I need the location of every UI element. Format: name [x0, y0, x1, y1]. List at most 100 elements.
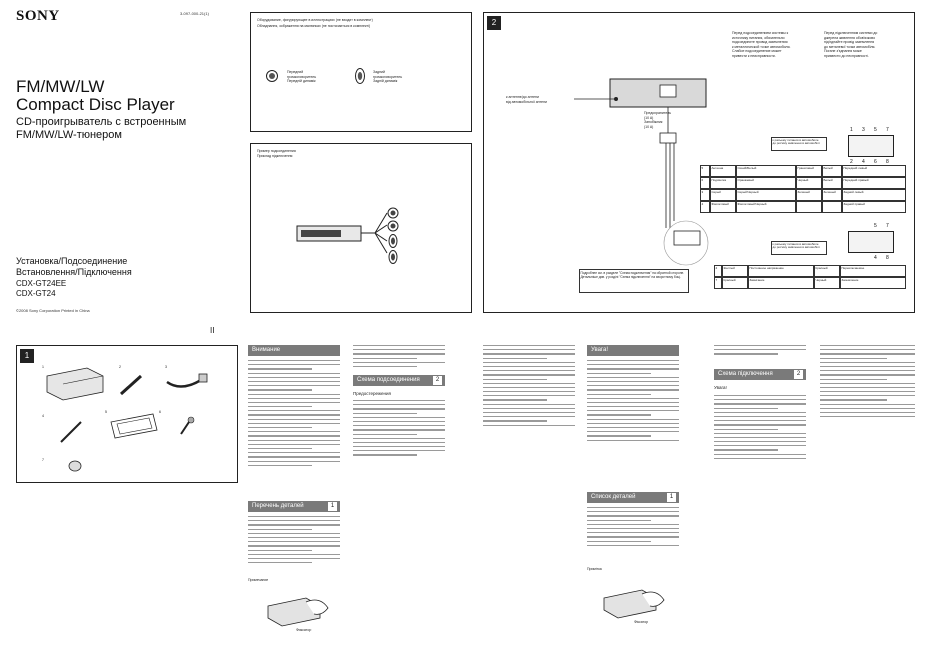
part-label: 5: [105, 410, 107, 414]
product-title-en-line1: FM/MW/LW: [16, 77, 105, 96]
diagram-bottom-note: Подробнее см. в разделе "Схема подключен…: [579, 269, 689, 293]
ua-warning-text-block: [587, 360, 679, 444]
equipment-title-ua: Обладнання, зображення на малюнках (не п…: [257, 24, 371, 28]
section-header-ua-parts: Список деталей 1: [587, 492, 679, 503]
head-unit-diagram-illustration: [574, 78, 709, 266]
diagram-note-ru-line: привести к неисправности.: [732, 53, 776, 58]
figure-2-number: 2: [487, 16, 501, 30]
product-title-en-line2: Compact Disc Player: [16, 95, 175, 114]
figure-1-number: 1: [20, 349, 34, 363]
product-title-ru-line2: FM/MW/LW-тюнером: [16, 128, 122, 141]
diagram-note-ua-line: призвести до несправності.: [824, 53, 869, 58]
connector-1-label: к разъему питания в автомобиле до роз'єм…: [771, 137, 827, 151]
note-ru-label: Примечание: [248, 578, 269, 582]
antenna-label-line1: к антенне/до антени: [506, 95, 539, 99]
pin-number: 7: [886, 127, 889, 133]
pin-number: 8: [886, 159, 889, 165]
wire-table-cell: Красный: [814, 265, 840, 277]
diagram-note-ua-line: Перед підключенням системи до: [824, 31, 878, 35]
part-label: 3: [165, 365, 167, 369]
antenna-label: к антенне/до антени від автомобільної ан…: [506, 95, 547, 104]
diagram-note-ru-line: к металлической точке автомобиля.: [732, 44, 791, 49]
diagram-note-ua-line: до металевої точки автомобіля.: [824, 44, 876, 49]
wiring-diagram-box: 2 Перед подсоединением системы к источни…: [483, 12, 915, 313]
pin-number: 3: [862, 127, 865, 133]
rear-speaker-icon: [355, 68, 365, 84]
column-e-top-text: [714, 345, 806, 358]
warning-text-block: [248, 360, 340, 469]
rear-speaker-label-line1: Задний: [373, 70, 385, 74]
wire-table-cell: Постоянное напряжение: [748, 265, 814, 277]
section-header-connection: Схема подсоединения 2: [353, 375, 445, 386]
example-title-ua: Приклад підключення: [257, 154, 293, 158]
ua-parts-text-block: [587, 507, 679, 549]
fuse-label-line1: Предохранитель: [644, 111, 672, 115]
section-header-ua-connection: Схема підключення 2: [714, 369, 806, 380]
diagram-bottom-note-ua: Детальніше див. у розділі "Схема підключ…: [580, 275, 681, 279]
wire-table-cell: 3: [700, 189, 710, 201]
copyright: ©2008 Sony Corporation Printed in China: [16, 308, 90, 313]
wire-table-cell: Передний правый: [842, 177, 906, 189]
wire-table-cell: Желтый: [722, 265, 748, 277]
section-header-connection-label: Схема подсоединения: [357, 377, 420, 383]
diagram-bottom-note-ru: Подробнее см. в разделе "Схема подключен…: [580, 270, 685, 275]
wire-table-cell: 7: [714, 277, 722, 289]
product-title-en: FM/MW/LW Compact Disc Player: [16, 78, 175, 114]
wire-color-table-1: 5 Антенна Синий/Белый Гранатовый Белый П…: [700, 165, 906, 213]
section-header-parts-label: Перечень деталей: [252, 503, 304, 509]
wire-table-cell: Подсветка: [710, 177, 736, 189]
head-unit-example-illustration: [296, 207, 399, 264]
finger-label-ua: Фіксатор: [634, 620, 649, 624]
pin-number: 4: [862, 159, 865, 165]
pin-number: 4: [874, 255, 877, 261]
section-header-ua-connection-label: Схема підключення: [718, 371, 773, 377]
front-speaker-label-line3: Передній динамік: [287, 79, 316, 83]
connector-2-label: к разъему питания в автомобиле до роз'єм…: [771, 241, 827, 255]
document-code: 3-097-000-21(1): [180, 11, 209, 16]
section-header-connection-number: 2: [433, 376, 442, 385]
wire-table-cell: Задний правый: [842, 201, 906, 213]
column-c-text: [483, 345, 575, 429]
pin-number: 1: [850, 127, 853, 133]
pin-number: 7: [886, 223, 889, 229]
diagram-note-ru-line: подсоедините провод заземления: [732, 40, 788, 44]
install-heading-ru: Установка/Подсоединение: [16, 256, 128, 266]
connector-2-label-line1: к разъему питания в автомобиле: [772, 241, 819, 246]
wire-table-cell: Антенна: [710, 165, 736, 177]
wire-color-table-2: 4 Желтый Постоянное напряжение Красный П…: [714, 265, 906, 289]
wire-table-cell: Зеленый: [796, 189, 822, 201]
release-illustration-ua: [603, 589, 665, 619]
diagram-note-ru-line: Перед подсоединением системы к: [732, 31, 789, 35]
wire-table-cell: 4: [714, 265, 722, 277]
parts-text-block: [248, 516, 340, 566]
front-speaker-icon: [266, 70, 278, 82]
connector-2-label-line2: до роз'єму живлення в автомобілі: [772, 245, 820, 250]
connector-1-pinout: 1 3 5 7 2 4 6 8: [846, 127, 896, 169]
wire-table-cell: [796, 201, 822, 213]
diagram-note-ua-line: під'єднайте провід заземлення: [824, 40, 875, 44]
page-marker: II: [210, 326, 215, 335]
wire-table-cell: Красный: [722, 277, 748, 289]
equipment-box: Оборудование, фигурирующее в иллюстрация…: [250, 12, 472, 132]
front-speaker-label-line1: Передний: [287, 70, 304, 74]
column-b-top-text: [353, 345, 445, 370]
wire-table-cell: Белый: [822, 177, 842, 189]
wire-table-cell: Задний левый: [842, 189, 906, 201]
product-title-ru-line1: CD-проигрыватель с встроенным: [16, 116, 187, 128]
wire-table-cell: Зажигание: [748, 277, 814, 289]
part-label: 7: [42, 458, 44, 462]
diagram-note-ua-line: джерела живлення обов'язково: [824, 35, 876, 40]
caution-subtitle: Предостережения: [353, 391, 391, 396]
connection-example-box: Пример подсоединения Приклад підключення: [250, 143, 472, 313]
diagram-note-ru: Перед подсоединением системы к источнику…: [732, 31, 812, 58]
wire-table-cell: Заземление: [840, 277, 906, 289]
diagram-note-ru-line: Слабое подсоединение может: [732, 49, 782, 53]
connector-1-label-line2: до роз'єму живлення в автомобілі: [772, 141, 820, 146]
part-label: 6: [159, 410, 161, 414]
section-header-warning: Внимание: [248, 345, 340, 356]
pin-number: 6: [874, 159, 877, 165]
wire-table-cell: Черный: [814, 277, 840, 289]
diagram-note-ua: Перед підключенням системи до джерела жи…: [824, 31, 906, 58]
fuse-label: Предохранитель (10 A) Запобіжник (10 A): [644, 111, 671, 129]
example-title-ru: Пример подсоединения: [257, 149, 296, 153]
